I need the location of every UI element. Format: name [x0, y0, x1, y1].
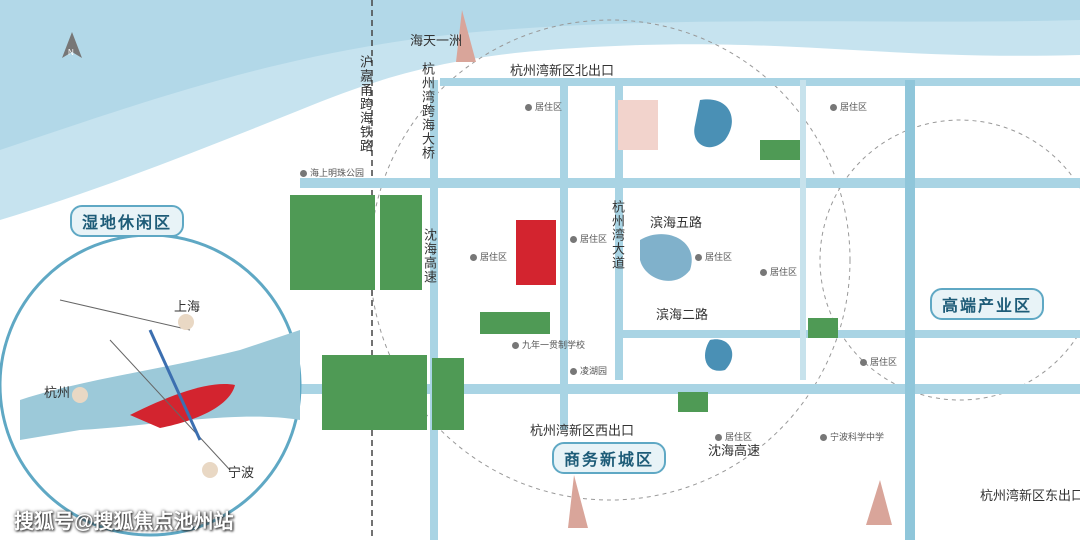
- pin-icon: [570, 236, 577, 244]
- poi-residential-6: 居住区: [760, 265, 797, 278]
- inset-ningbo: 宁波: [228, 465, 255, 480]
- inset-newzone: [130, 384, 235, 428]
- road-v-4: [800, 80, 806, 380]
- pin-icon: [820, 434, 827, 442]
- road-v-2: [560, 80, 568, 430]
- poi-residential-2: 居住区: [830, 100, 867, 113]
- compass-icon: [62, 32, 82, 58]
- green-park-3: [322, 355, 427, 430]
- poi-residential-4: 居住区: [570, 232, 607, 245]
- pin-icon: [512, 342, 519, 350]
- zone-hightech: 高端产业区: [930, 288, 1045, 320]
- range-circle-2: [819, 119, 1080, 401]
- poi-science-school: 宁波科学中学: [820, 430, 884, 443]
- north-exit-label: 杭州湾新区北出口: [510, 63, 615, 78]
- inset-shanghai: 上海: [174, 299, 201, 314]
- green-park-4: [432, 358, 464, 430]
- compass-label: N: [68, 48, 74, 57]
- zone-business: 商务新城区: [552, 442, 667, 474]
- binhai5-label: 滨海五路: [650, 215, 703, 230]
- inset-bay: [20, 330, 300, 440]
- road-h-1: [300, 178, 1080, 188]
- railway-label: 沪嘉甬跨海铁路: [358, 55, 373, 153]
- pin-icon: [300, 170, 307, 178]
- pin-icon: [470, 254, 477, 262]
- zone-wetland: 湿地休闲区: [70, 205, 185, 237]
- road-v-east: [905, 80, 915, 540]
- poi-school: 九年一贯制学校: [512, 338, 585, 351]
- green-park-6: [760, 140, 800, 160]
- road-v-1: [430, 80, 438, 540]
- haitian-label: 海天一洲: [410, 33, 463, 48]
- project-site: [516, 220, 556, 285]
- poi-park-haishang: 海上明珠公园: [300, 166, 364, 179]
- watermark: 搜狐号@搜狐焦点池州站: [14, 511, 234, 533]
- pin-icon: [830, 104, 837, 112]
- shanghai-dir-arrow: [456, 10, 476, 62]
- poi-linghu: 凌湖园: [570, 364, 607, 377]
- inset-hangzhou: 杭州: [44, 385, 71, 400]
- deep-sea: [0, 0, 1080, 150]
- shenhai-v-label: 沈海高速: [422, 228, 437, 284]
- wetland-park-2: [380, 195, 422, 290]
- poi-residential-5: 居住区: [695, 250, 732, 263]
- green-park-7: [808, 318, 838, 338]
- road-h-3: [620, 330, 1080, 338]
- binhai2-label: 滨海二路: [656, 307, 709, 322]
- east-dir-arrow: [866, 480, 892, 525]
- shenhai-h-label: 沈海高速: [708, 443, 761, 458]
- pin-icon: [760, 269, 767, 277]
- pin-icon: [715, 434, 722, 442]
- pink-block: [618, 100, 658, 150]
- lake-3: [705, 339, 733, 371]
- poi-residential-1: 居住区: [525, 100, 562, 113]
- poi-residential-7: 居住区: [860, 355, 897, 368]
- road-v-3: [615, 80, 623, 380]
- lake-2: [640, 234, 692, 281]
- west-exit-label: 杭州湾新区西出口: [530, 423, 635, 438]
- pin-icon: [860, 359, 867, 367]
- green-park-5: [480, 312, 550, 334]
- ningbo-dir-arrow: [568, 475, 588, 528]
- road-h-2: [300, 384, 1080, 394]
- road-h-top: [440, 78, 1080, 86]
- east-exit-label: 杭州湾新区东出口: [980, 488, 1080, 503]
- binhai-v-label: 杭州湾大道: [610, 200, 625, 270]
- pin-icon: [570, 368, 577, 376]
- wetland-park-1: [290, 195, 375, 290]
- poi-residential-3: 居住区: [470, 250, 507, 263]
- green-park-8: [678, 392, 708, 412]
- pin-icon: [525, 104, 532, 112]
- pin-icon: [695, 254, 702, 262]
- lake-1: [694, 99, 732, 148]
- bridge-label: 杭州湾跨海大桥: [420, 62, 435, 160]
- poi-residential-8: 居住区: [715, 430, 752, 443]
